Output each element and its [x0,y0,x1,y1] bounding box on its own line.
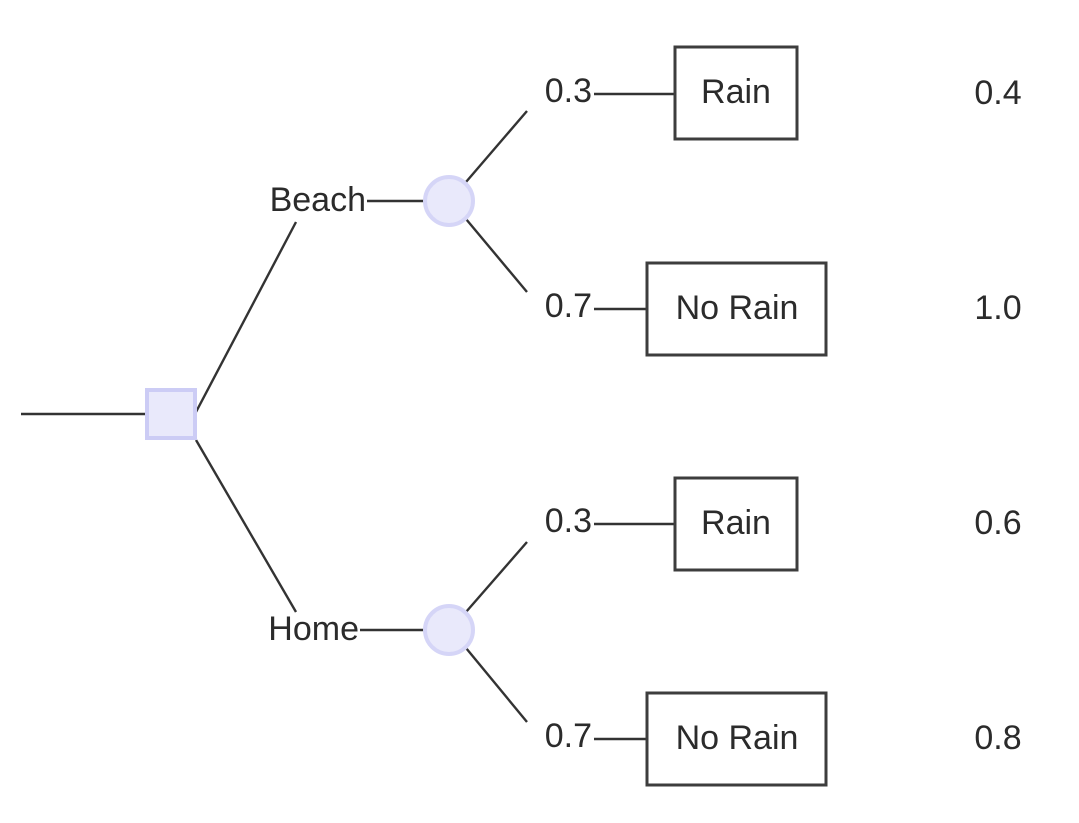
branch-label-beach: Beach [270,181,366,219]
outcome-label-home-norain: No Rain [676,719,799,757]
edge-beach-to-rain [465,110,528,183]
payoff-value-home-rain: 0.6 [974,504,1021,542]
probability-label-home-norain: 0.7 [545,717,592,755]
outcome-box-beach-norain[interactable] [645,261,828,357]
payoff-value-home-norain: 0.8 [974,719,1021,757]
chance-node-home[interactable] [423,604,475,656]
outcome-box-beach-rain[interactable] [673,45,799,141]
decision-node-root[interactable] [145,388,197,440]
probability-label-home-rain: 0.3 [545,502,592,540]
edge-root-to-home [194,439,298,613]
payoff-value-beach-rain: 0.4 [974,74,1021,112]
chance-node-beach[interactable] [423,175,475,227]
probability-label-beach-rain: 0.3 [545,72,592,110]
outcome-box-home-norain[interactable] [645,691,828,787]
edge-home-to-norain [465,647,528,723]
probability-label-beach-norain: 0.7 [545,287,592,325]
outcome-label-beach-norain: No Rain [676,289,799,327]
branch-label-home: Home [268,610,359,648]
outcome-label-home-rain: Rain [701,504,771,542]
edge-home-to-rain [465,541,528,613]
edge-root-to-beach [194,221,298,413]
edge-beach-to-norain [465,218,528,293]
outcome-box-home-rain[interactable] [673,476,799,572]
outcome-label-beach-rain: Rain [701,73,771,111]
payoff-value-beach-norain: 1.0 [974,289,1021,327]
